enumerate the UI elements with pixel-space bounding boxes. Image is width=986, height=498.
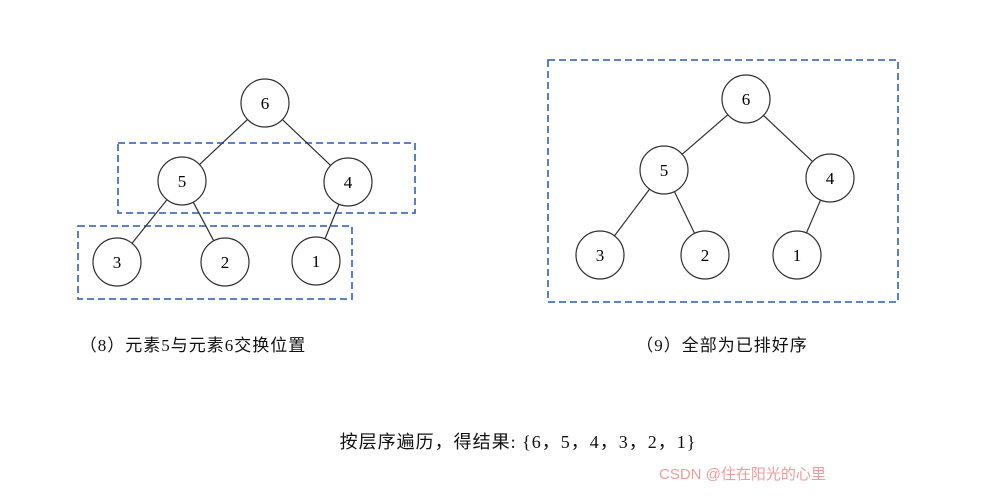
figure-8-caption: （8）元素5与元素6交换位置: [79, 336, 307, 355]
tree-node-circle: [200, 237, 250, 287]
tree-node-circle: [157, 156, 207, 206]
dashed-group-box: [547, 59, 899, 303]
tree-node-circle: [291, 236, 341, 286]
tree-node-circle: [575, 230, 625, 280]
tree-edge: [613, 188, 651, 237]
tree-edge: [131, 199, 168, 244]
tree-edge: [192, 201, 215, 242]
dashed-group-box: [77, 225, 353, 300]
tree-node-circle: [680, 230, 730, 280]
tree-edge: [281, 119, 332, 166]
tree-node-label: 5: [660, 161, 669, 180]
tree-edge: [805, 199, 822, 234]
watermark: CSDN @住在阳光的心里: [659, 466, 826, 483]
tree-node-circle: [805, 153, 855, 203]
tree-node-label: 4: [826, 169, 835, 188]
figure-9-caption: （9）全部为已排好序: [636, 336, 808, 355]
tree-node-label: 6: [261, 94, 270, 113]
tree-node-label: 3: [113, 253, 122, 272]
result-text: 按层序遍历，得结果: {6，5，4，3，2，1}: [339, 432, 697, 452]
tree-node-label: 4: [344, 173, 353, 192]
tree-node-circle: [639, 145, 689, 195]
tree-node-circle: [323, 157, 373, 207]
tree-edge: [673, 191, 696, 234]
tree-edge: [681, 114, 729, 155]
tree-node-label: 1: [312, 252, 321, 271]
tree-edge: [763, 115, 813, 162]
tree-node-circle: [92, 237, 142, 287]
tree-node-circle: [772, 230, 822, 280]
tree-edge: [199, 118, 248, 166]
tree-node-label: 6: [742, 90, 751, 109]
tree-node-label: 3: [596, 246, 605, 265]
tree-node-label: 2: [221, 253, 230, 272]
tree-node-label: 5: [178, 172, 187, 191]
tree-node-circle: [721, 74, 771, 124]
tree-node-circle: [240, 78, 290, 128]
dashed-group-box: [117, 142, 416, 214]
tree-node-label: 1: [793, 246, 802, 265]
tree-edge: [324, 204, 340, 239]
tree-node-label: 2: [701, 246, 710, 265]
